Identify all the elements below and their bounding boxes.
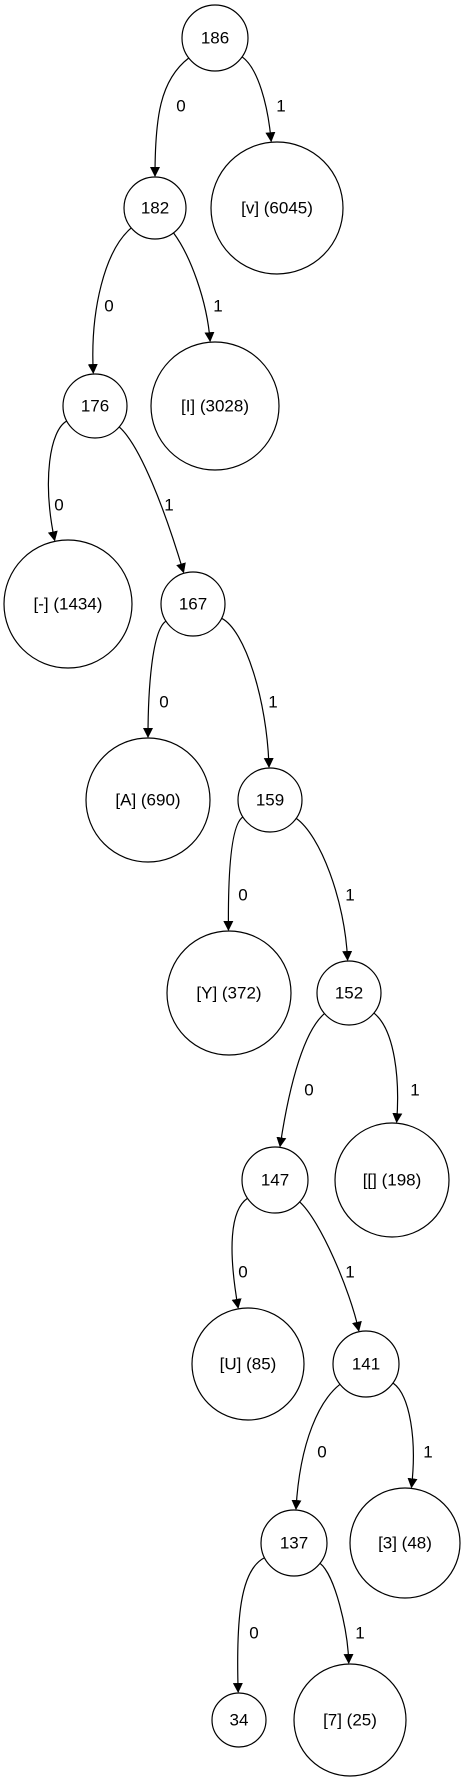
node-circle bbox=[85, 737, 211, 863]
tree-node-182: 182 bbox=[123, 176, 187, 240]
node-circle bbox=[241, 1146, 309, 1214]
node-circle bbox=[166, 930, 292, 1056]
edge-label-n186-to-lv: 1 bbox=[276, 97, 285, 116]
tree-node-141: 141 bbox=[332, 1330, 400, 1398]
node-label: 34 bbox=[230, 1711, 249, 1730]
edge-n137-to-l7 bbox=[319, 1562, 354, 1665]
edge-label-n141-to-l3: 1 bbox=[423, 1443, 432, 1462]
leaf-node-lbracket: [[] (198) bbox=[334, 1122, 450, 1238]
node-label: 182 bbox=[141, 199, 169, 218]
node-label: 167 bbox=[179, 595, 207, 614]
edge-label-n176-to-n167: 1 bbox=[164, 496, 173, 515]
node-circle bbox=[237, 767, 303, 833]
tree-node-159: 159 bbox=[237, 767, 303, 833]
node-label: [3] (48) bbox=[378, 1534, 432, 1553]
node-label: [A] (690) bbox=[115, 791, 180, 810]
edge-n141-to-n137 bbox=[291, 1383, 341, 1511]
node-circle bbox=[62, 373, 128, 439]
node-label: 176 bbox=[81, 397, 109, 416]
tree-node-167: 167 bbox=[160, 571, 226, 637]
node-label: [U] (85) bbox=[220, 1355, 277, 1374]
node-label: [v] (6045) bbox=[241, 199, 313, 218]
edge-n176-to-n167 bbox=[118, 426, 186, 574]
tree-node-176: 176 bbox=[62, 373, 128, 439]
node-label: 141 bbox=[352, 1355, 380, 1374]
leaf-node-ldash: [-] (1434) bbox=[3, 539, 133, 669]
tree-node-186: 186 bbox=[181, 4, 249, 72]
edge-label-n137-to-n34: 0 bbox=[249, 1624, 258, 1643]
node-label: 159 bbox=[256, 791, 284, 810]
edge-label-n167-to-n159: 1 bbox=[268, 693, 277, 712]
edge-n141-to-l3 bbox=[392, 1382, 418, 1489]
leaf-node-lY: [Y] (372) bbox=[166, 930, 292, 1056]
edge-label-n141-to-n137: 0 bbox=[317, 1443, 326, 1462]
tree-node-34: 34 bbox=[211, 1692, 267, 1748]
node-circle bbox=[332, 1330, 400, 1398]
node-circle bbox=[316, 960, 382, 1026]
node-circle bbox=[123, 176, 187, 240]
leaf-node-l7: [7] (25) bbox=[293, 1663, 407, 1777]
edge-n159-to-n152 bbox=[295, 817, 353, 962]
edge-label-n176-to-ldash: 0 bbox=[54, 496, 63, 515]
edge-n182-to-lI bbox=[173, 232, 215, 343]
edge-n167-to-lA bbox=[143, 620, 167, 738]
leaf-node-lv: [v] (6045) bbox=[210, 141, 344, 275]
leaf-node-l3: [3] (48) bbox=[349, 1487, 461, 1599]
node-label: [7] (25) bbox=[323, 1711, 377, 1730]
node-label: [-] (1434) bbox=[34, 595, 103, 614]
node-circle bbox=[160, 571, 226, 637]
leaf-node-lI: [I] (3028) bbox=[150, 341, 280, 471]
node-circle bbox=[210, 141, 344, 275]
edge-label-n147-to-lU: 0 bbox=[238, 1263, 247, 1282]
node-circle bbox=[181, 4, 249, 72]
node-circle bbox=[334, 1122, 450, 1238]
node-label: 137 bbox=[280, 1534, 308, 1553]
node-label: 186 bbox=[201, 29, 229, 48]
edge-label-n159-to-n152: 1 bbox=[345, 886, 354, 905]
edges-layer: 0 1 0 1 0 1 0 1 0 1 0 1 0 1 0 1 0 1 bbox=[47, 56, 433, 1694]
node-label: 152 bbox=[335, 984, 363, 1003]
edge-n182-to-n176 bbox=[87, 227, 132, 375]
tree-node-137: 137 bbox=[260, 1509, 328, 1577]
node-circle bbox=[191, 1307, 305, 1421]
tree-node-152: 152 bbox=[316, 960, 382, 1026]
leaf-node-lU: [U] (85) bbox=[191, 1307, 305, 1421]
edge-n137-to-n34 bbox=[232, 1557, 265, 1694]
edge-n152-to-n147 bbox=[276, 1013, 325, 1148]
edge-label-n137-to-l7: 1 bbox=[355, 1624, 364, 1643]
tree-node-147: 147 bbox=[241, 1146, 309, 1214]
edge-n159-to-lY bbox=[223, 816, 244, 932]
edge-label-n159-to-lY: 0 bbox=[238, 886, 247, 905]
leaf-node-lA: [A] (690) bbox=[85, 737, 211, 863]
node-label: 147 bbox=[261, 1171, 289, 1190]
edge-n176-to-ldash bbox=[47, 420, 68, 542]
edge-label-n186-to-n182: 0 bbox=[176, 97, 185, 116]
edge-label-n152-to-lbracket: 1 bbox=[410, 1081, 419, 1100]
edge-label-n182-to-n176: 0 bbox=[104, 297, 113, 316]
node-circle bbox=[260, 1509, 328, 1577]
edge-n147-to-n141 bbox=[299, 1201, 362, 1332]
nodes-layer: 186 182 [v] (6045) 176 [I] (3028) [-] (1434) 1… bbox=[3, 4, 461, 1777]
edge-label-n167-to-lA: 0 bbox=[159, 693, 168, 712]
edge-n186-to-lv bbox=[241, 56, 276, 143]
edge-n167-to-n159 bbox=[221, 617, 274, 769]
node-circle bbox=[150, 341, 280, 471]
node-circle bbox=[349, 1487, 461, 1599]
node-circle bbox=[293, 1663, 407, 1777]
node-label: [I] (3028) bbox=[181, 397, 249, 416]
edge-n186-to-n182 bbox=[150, 57, 190, 177]
edge-label-n152-to-n147: 0 bbox=[304, 1081, 313, 1100]
node-circle bbox=[3, 539, 133, 669]
edge-n147-to-lU bbox=[231, 1197, 248, 1309]
node-label: [Y] (372) bbox=[196, 984, 261, 1003]
edge-label-n147-to-n141: 1 bbox=[345, 1263, 354, 1282]
edge-label-n182-to-lI: 1 bbox=[213, 297, 222, 316]
node-label: [[] (198) bbox=[363, 1171, 422, 1190]
edge-n152-to-lbracket bbox=[373, 1012, 403, 1124]
node-circle bbox=[211, 1692, 267, 1748]
